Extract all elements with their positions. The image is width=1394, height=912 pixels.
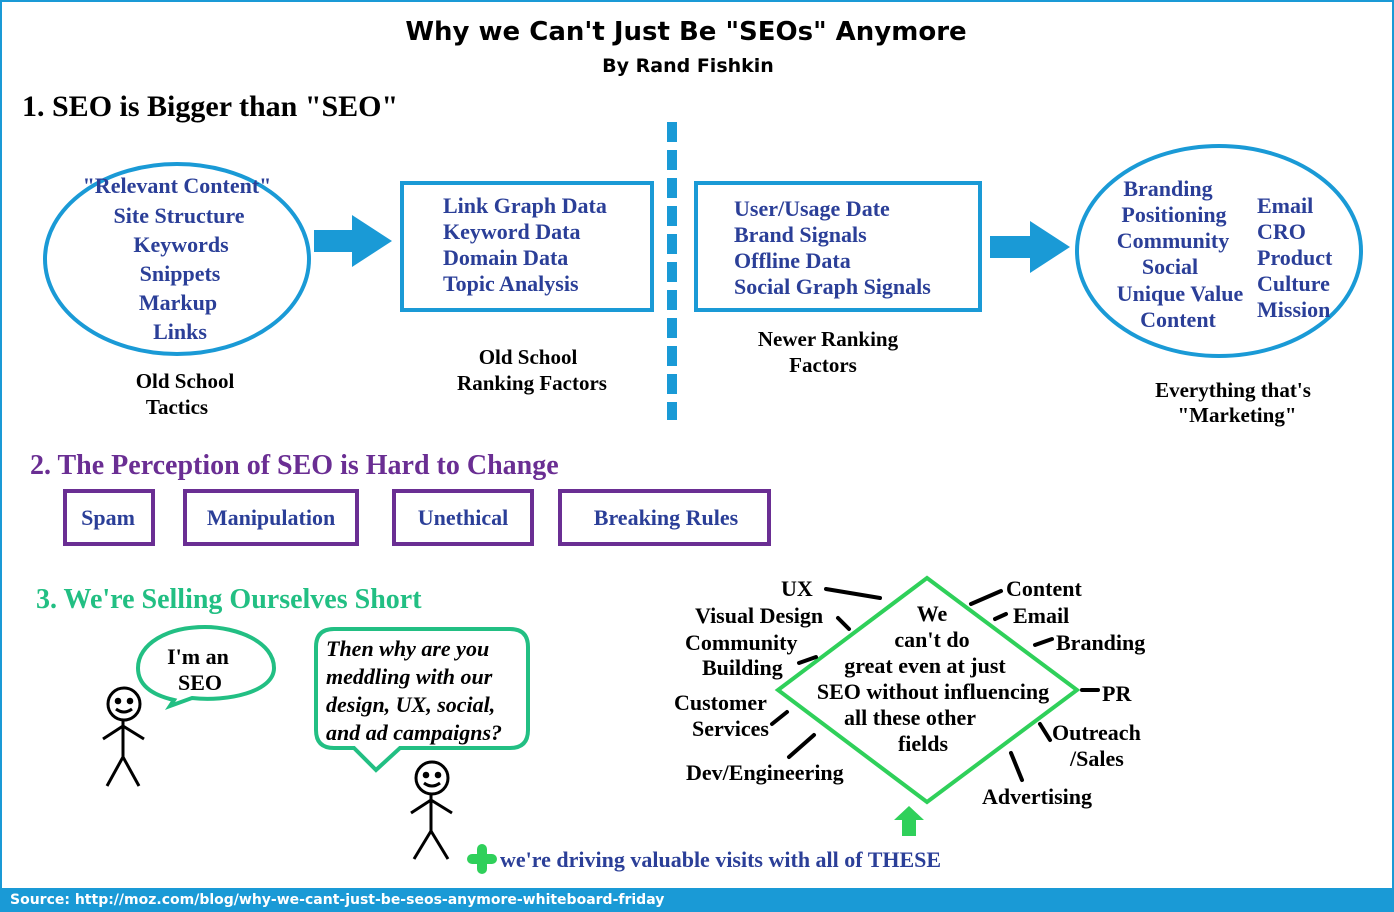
marketing-item: Mission: [1257, 297, 1330, 322]
speech-bubble-question: [314, 627, 530, 773]
newer-factor-item: Brand Signals: [734, 222, 867, 247]
field-content: Content: [1006, 576, 1082, 601]
bubble-seo-text: SEO: [178, 670, 222, 695]
old-tactic-item: Keywords: [133, 232, 229, 257]
marketing-caption: "Marketing": [1178, 403, 1297, 427]
marketing-item: Email: [1257, 193, 1313, 218]
right-arrow-icon: [990, 221, 1070, 273]
section1-heading: 1. SEO is Bigger than "SEO": [22, 90, 398, 123]
old-factor-item: Keyword Data: [443, 219, 580, 244]
perception-label: Spam: [81, 505, 135, 530]
field-email: Email: [1013, 603, 1069, 628]
plus-icon: [467, 844, 497, 874]
field-pr: PR: [1102, 681, 1132, 706]
source-link[interactable]: Source: http://moz.com/blog/why-we-cant-…: [10, 892, 665, 908]
bubble-question-text: Then why are you: [326, 636, 489, 661]
old-factor-item: Topic Analysis: [443, 271, 579, 296]
newer-factor-item: Social Graph Signals: [734, 274, 931, 299]
old-tactic-item: "Relevant Content": [83, 173, 272, 198]
bubble-seo-text: I'm an: [167, 644, 229, 669]
section3-heading: 3. We're Selling Ourselves Short: [36, 584, 422, 615]
diagram-svg: Why we Can't Just Be "SEOs" Anymore By R…: [22, 17, 1363, 874]
page-title: Why we Can't Just Be "SEOs" Anymore: [405, 17, 966, 47]
marketing-item: Community: [1117, 228, 1229, 253]
up-arrow-icon: [894, 806, 924, 836]
old-factor-item: Link Graph Data: [443, 193, 607, 218]
bubble-question-text: meddling with our: [326, 664, 493, 689]
diamond-text: We: [917, 601, 948, 626]
diamond-text: SEO without influencing: [817, 679, 1049, 704]
marketing-item: Social: [1142, 254, 1198, 279]
marketing-caption: Everything that's: [1155, 378, 1311, 402]
marketing-item: Unique Value: [1117, 281, 1244, 306]
stick-figure-questioner: [410, 760, 453, 860]
old-factors-caption: Ranking Factors: [457, 371, 607, 395]
old-tactics-ellipse: [43, 162, 311, 356]
newer-factors-box: [694, 181, 982, 312]
field-outreach-sales: /Sales: [1069, 746, 1124, 771]
right-arrow-icon: [314, 215, 392, 267]
field-branding: Branding: [1056, 630, 1145, 655]
field-customer-services: Services: [692, 716, 769, 741]
bubble-question-text: design, UX, social,: [326, 692, 495, 717]
old-tactic-item: Markup: [139, 290, 217, 315]
perception-box-breaking-rules: [558, 489, 771, 546]
diamond-text: fields: [898, 731, 949, 756]
old-factors-caption: Old School: [479, 345, 578, 369]
perception-box-spam: [63, 489, 155, 546]
newer-factors-caption: Factors: [789, 353, 857, 377]
old-tactic-item: Site Structure: [114, 203, 245, 228]
byline: By Rand Fishkin: [602, 55, 774, 77]
field-community-building: Building: [702, 655, 783, 680]
speech-bubble-seo: [135, 624, 277, 710]
marketing-item: CRO: [1257, 219, 1306, 244]
old-factor-item: Domain Data: [443, 245, 568, 270]
diamond-text: all these other: [844, 705, 976, 730]
perception-box-unethical: [392, 489, 534, 546]
bubble-question-text: and ad campaigns?: [326, 720, 502, 745]
old-tactic-item: Links: [153, 319, 207, 344]
newer-factor-item: User/Usage Date: [734, 196, 890, 221]
influence-diamond: [774, 575, 1081, 805]
marketing-ellipse: [1075, 144, 1363, 358]
old-factors-box: [400, 181, 654, 312]
marketing-item: Branding: [1123, 176, 1212, 201]
field-ux: UX: [781, 576, 813, 601]
perception-box-manipulation: [183, 489, 359, 546]
connector-lines: [770, 587, 1100, 782]
field-community-building: Community: [685, 630, 797, 655]
stick-figure-seo: [102, 686, 145, 787]
plus-note: we're driving valuable visits with all o…: [500, 847, 941, 872]
field-outreach-sales: Outreach: [1052, 720, 1141, 745]
diamond-text: great even at just: [844, 653, 1006, 678]
marketing-item: Culture: [1257, 271, 1330, 296]
old-tactic-item: Snippets: [140, 261, 221, 286]
source-footer: Source: http://moz.com/blog/why-we-cant-…: [2, 888, 1392, 910]
perception-label: Breaking Rules: [594, 505, 739, 530]
perception-label: Manipulation: [207, 505, 335, 530]
field-customer-services: Customer: [674, 690, 767, 715]
field-dev-engineering: Dev/Engineering: [686, 760, 844, 785]
newer-factor-item: Offline Data: [734, 248, 851, 273]
old-tactics-caption: Old School: [136, 369, 235, 393]
marketing-item: Product: [1257, 245, 1333, 270]
perception-label: Unethical: [418, 505, 508, 530]
section2-heading: 2. The Perception of SEO is Hard to Chan…: [30, 450, 559, 481]
newer-factors-caption: Newer Ranking: [758, 327, 899, 351]
old-tactics-caption: Tactics: [146, 395, 208, 419]
diamond-text: can't do: [894, 627, 969, 652]
marketing-item: Content: [1140, 307, 1216, 332]
field-visual-design: Visual Design: [695, 603, 823, 628]
field-advertising: Advertising: [982, 784, 1092, 809]
marketing-item: Positioning: [1121, 202, 1226, 227]
